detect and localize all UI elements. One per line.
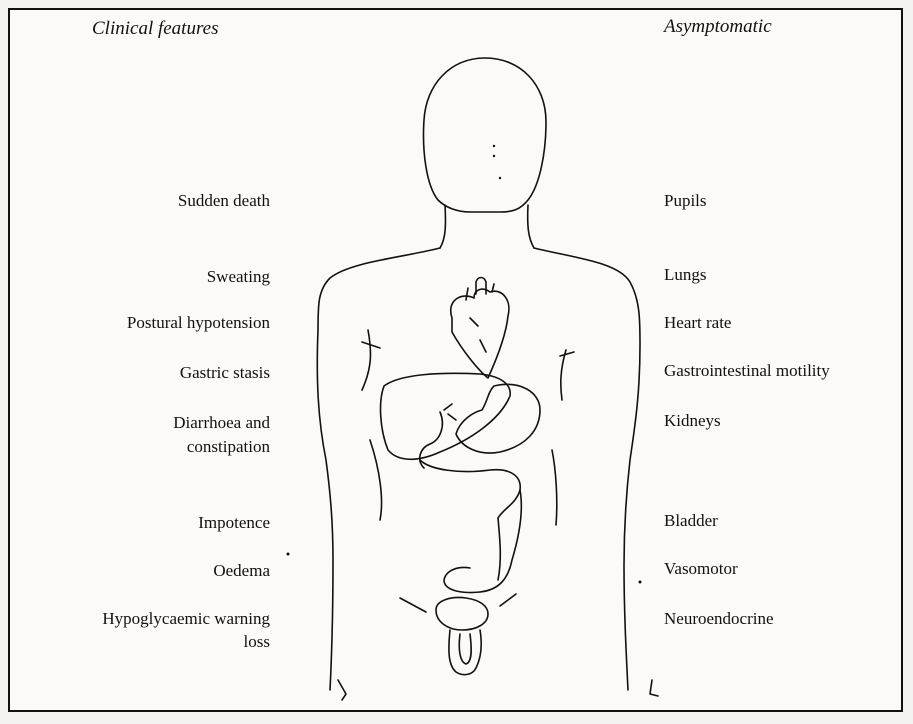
- right-torso-outline: [534, 248, 640, 690]
- head-outline: [424, 58, 546, 212]
- colon-descending: [498, 518, 500, 580]
- right-leg-mark: [650, 680, 658, 696]
- left-groin-line: [400, 598, 426, 612]
- right-waist-line: [552, 450, 557, 525]
- bile-duct: [420, 412, 443, 468]
- liver-outline: [381, 373, 511, 459]
- left-waist-line: [370, 440, 382, 520]
- heart-detail: [470, 318, 486, 352]
- left-arm-line: [362, 330, 370, 390]
- right-arm-tick: [560, 352, 574, 356]
- left-torso-outline: [317, 248, 440, 690]
- sigmoid: [444, 568, 480, 593]
- genital-inner: [459, 634, 471, 664]
- duct-branch: [444, 404, 456, 420]
- genital-outline: [449, 630, 481, 675]
- right-groin-line: [500, 594, 516, 606]
- stomach-outline: [456, 384, 540, 453]
- neck-outline-right: [528, 205, 534, 248]
- colon-right: [480, 490, 521, 592]
- heart-outline: [451, 289, 509, 378]
- bladder-outline: [436, 598, 488, 631]
- neck-outline: [440, 205, 445, 248]
- right-arm-line: [561, 350, 566, 400]
- left-leg-mark: [338, 680, 346, 700]
- small-intestine: [420, 460, 520, 518]
